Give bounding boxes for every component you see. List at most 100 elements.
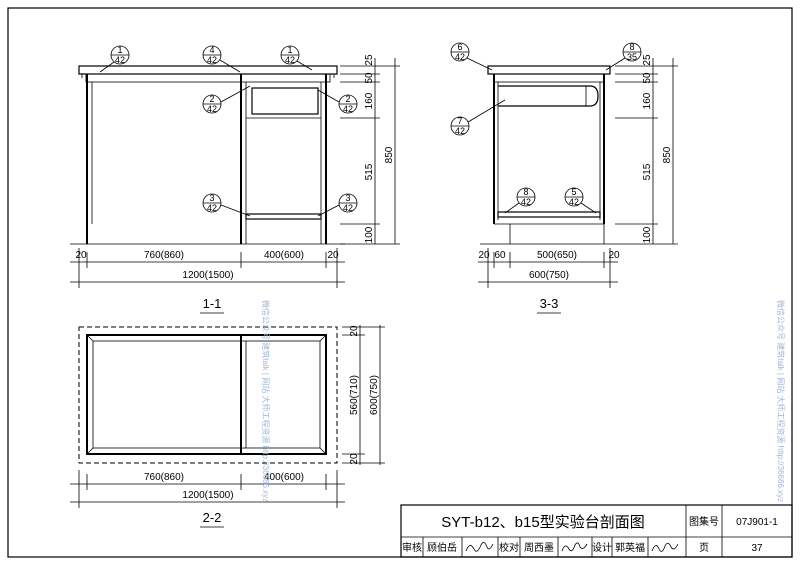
ref-sheet: 42: [207, 104, 217, 114]
watermark-left: 微信公众号 建筑talk | 网站 大师工程资源 http://36686.xy…: [261, 300, 271, 502]
s33-dim-v-850: 850: [662, 146, 673, 163]
s22-dim-h-760: 760(860): [144, 472, 184, 483]
ref-number: 1: [117, 45, 122, 55]
s11-dim-h-760: 760(860): [144, 250, 184, 261]
drawing-title: SYT-b12、b15型实验台剖面图: [441, 514, 644, 531]
s33-drawer-profile: [498, 85, 599, 107]
review-name: 顾伯岳: [427, 541, 457, 554]
s22-corner-br: [319, 447, 327, 455]
atlas-number: 07J901-1: [736, 517, 778, 528]
page-label: 页: [699, 542, 709, 554]
ref-number: 8: [523, 187, 528, 197]
section-2-2: 20 560(710) 600(750) 20 760(860) 400(600…: [70, 325, 385, 528]
ref-leader: [466, 57, 493, 71]
s33-dim-h-500: 500(650): [537, 250, 577, 261]
s33-label: 3-3: [540, 296, 559, 311]
ref-number: 6: [457, 42, 462, 52]
ref-leader: [504, 202, 520, 214]
ref-number: 7: [457, 116, 462, 126]
s11-apron: [85, 73, 331, 83]
s33-ref-5: 5 42: [564, 187, 597, 214]
s11-bottom-shelf: [245, 213, 322, 220]
s11-dim-v-515: 515: [364, 163, 375, 180]
s22-corner-tr: [319, 334, 327, 342]
s11-dim-v-50: 50: [364, 72, 375, 84]
s22-dim-v-600: 600(750): [369, 375, 380, 415]
s33-ref-7: 7 42: [450, 99, 506, 136]
ref-leader: [317, 89, 340, 103]
s33-apron: [493, 73, 605, 83]
ref-number: 2: [209, 94, 214, 104]
s11-dim-v-25: 25: [364, 54, 375, 66]
ref-sheet: 42: [115, 55, 125, 65]
watermark-right: 微信公众号 建筑talk | 网站 大师工程资源 http://36686.xy…: [776, 300, 786, 502]
s11-ref-3b: 3 42: [317, 193, 358, 217]
s11-ref-3a: 3 42: [202, 193, 251, 217]
s11-ref-2a: 2 42: [202, 85, 251, 114]
s22-dim-v-20b: 20: [349, 453, 360, 465]
s11-ref-4: 4 42: [202, 45, 241, 73]
s22-dim-v-560: 560(710): [349, 375, 360, 415]
s11-dim-v-160: 160: [364, 92, 375, 109]
check-signature: [561, 542, 588, 552]
s11-label: 1-1: [203, 296, 222, 311]
s22-corner-tl: [86, 334, 94, 342]
ref-leader: [219, 59, 241, 73]
s11-dim-h-400: 400(600): [264, 250, 304, 261]
ref-number: 4: [209, 45, 214, 55]
ref-sheet: 42: [343, 104, 353, 114]
s11-dim-h-1200: 1200(1500): [182, 270, 233, 281]
s22-cabinet-outline: [86, 334, 327, 455]
ref-sheet: 42: [207, 203, 217, 213]
s11-top-plate: [78, 65, 338, 75]
ref-number: 5: [571, 187, 576, 197]
ref-sheet: 35: [627, 52, 637, 62]
s33-dim-h-60: 60: [494, 250, 506, 261]
atlas-label: 图集号: [689, 515, 719, 528]
design-signature: [651, 542, 679, 552]
s33-dim-v-25: 25: [642, 54, 653, 66]
ref-leader: [296, 60, 313, 71]
s33-dim-v-160: 160: [642, 92, 653, 109]
s22-dim-h-1200: 1200(1500): [182, 490, 233, 501]
s22-corner-bl: [86, 447, 94, 455]
s11-ref-2b: 2 42: [317, 89, 358, 114]
ref-sheet: 42: [285, 55, 295, 65]
s11-dim-h-20a: 20: [75, 250, 87, 261]
ref-number: 1: [287, 45, 292, 55]
section-3-3: 25 50 160 515 100 850 20 60 500(650) 20 …: [450, 42, 678, 314]
s22-dim-v-20a: 20: [349, 325, 360, 337]
ref-number: 3: [345, 193, 350, 203]
check-label: 校对: [499, 541, 519, 554]
ref-leader: [317, 204, 340, 217]
s11-dim-h-20b: 20: [327, 250, 339, 261]
s11-dim-v-850: 850: [384, 146, 395, 163]
s33-dim-v-50: 50: [642, 72, 653, 84]
s33-top-plate: [487, 65, 611, 75]
review-signature: [465, 542, 494, 552]
section-1-1: 25 50 160 515 100 850 20 760(860) 400(60…: [70, 45, 400, 314]
s33-dim-h-20a: 20: [478, 250, 490, 261]
check-name: 周西墨: [524, 542, 554, 554]
s33-dim-h-20b: 20: [608, 250, 620, 261]
s11-ref-1a: 1 42: [99, 45, 130, 73]
ref-sheet: 42: [207, 55, 217, 65]
s33-dim-v-515: 515: [642, 163, 653, 180]
ref-leader: [99, 61, 115, 73]
s22-label: 2-2: [203, 510, 222, 525]
s33-ref-8b: 8 42: [504, 187, 536, 214]
ref-leader: [220, 204, 251, 217]
design-label: 设计: [592, 541, 612, 554]
title-block-frame: [400, 504, 793, 558]
s11-drawer: [251, 87, 319, 115]
s33-ref-6: 6 42: [450, 42, 493, 71]
ref-sheet: 42: [343, 203, 353, 213]
ref-sheet: 42: [455, 126, 465, 136]
ref-sheet: 42: [569, 197, 579, 207]
title-block: SYT-b12、b15型实验台剖面图 图集号 07J901-1 审核 顾伯岳 校…: [400, 504, 793, 558]
ref-number: 3: [209, 193, 214, 203]
s33-dim-h-600: 600(750): [529, 270, 569, 281]
ref-leader: [580, 202, 597, 214]
s33-bottom-shelf: [497, 211, 601, 218]
review-label: 审核: [402, 541, 422, 554]
